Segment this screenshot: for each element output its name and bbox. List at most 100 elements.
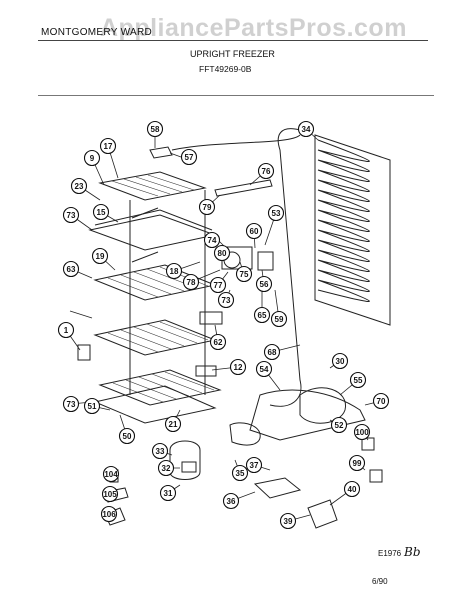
callout-bubble	[372, 392, 390, 410]
callout-56: 56	[255, 275, 273, 293]
callout-label: 79	[203, 203, 212, 212]
callout-32: 32	[157, 459, 175, 477]
callout-label: 52	[335, 421, 344, 430]
callout-label: 19	[96, 252, 105, 261]
callout-label: 31	[164, 489, 173, 498]
callout-bubble	[203, 231, 221, 249]
initials: Bb	[404, 545, 421, 559]
revision-date: 6/90	[372, 577, 388, 586]
callout-label: 63	[67, 265, 76, 274]
callout-59: 59	[270, 310, 288, 328]
callout-label: 68	[268, 348, 277, 357]
callout-label: 18	[170, 267, 179, 276]
callout-label: 73	[67, 211, 76, 220]
callout-bubble	[62, 395, 80, 413]
callout-50: 50	[118, 427, 136, 445]
callout-label: 100	[355, 428, 369, 437]
callout-label: 80	[218, 249, 227, 258]
callout-73: 73	[217, 291, 235, 309]
callout-label: 23	[75, 182, 84, 191]
callout-label: 36	[227, 497, 236, 506]
callout-bubble	[83, 149, 101, 167]
callout-label: 35	[236, 469, 245, 478]
callout-bubble	[101, 485, 119, 503]
callout-bubble	[213, 244, 231, 262]
callout-bubble	[182, 273, 200, 291]
callout-58: 58	[146, 120, 164, 138]
callout-105: 105	[101, 485, 119, 503]
callout-bubble	[209, 333, 227, 351]
callout-68: 68	[263, 343, 281, 361]
callout-label: 75	[240, 270, 249, 279]
watermark: AppliancePartsPros.com	[100, 14, 407, 42]
callout-15: 15	[92, 203, 110, 221]
callout-54: 54	[255, 360, 273, 378]
callout-12: 12	[229, 358, 247, 376]
callout-1: 1	[57, 321, 75, 339]
evaporator-coil	[171, 128, 391, 407]
callout-35: 35	[231, 464, 249, 482]
figure-code: E1976	[378, 549, 402, 558]
callout-label: 37	[250, 461, 259, 470]
callout-bubble	[255, 360, 273, 378]
frame-rule	[38, 95, 434, 96]
callout-bubble	[165, 262, 183, 280]
callout-label: 54	[260, 365, 269, 374]
callout-bubble	[100, 505, 118, 523]
callout-bubble	[348, 454, 366, 472]
callout-label: 21	[169, 420, 178, 429]
callout-73: 73	[62, 395, 80, 413]
callout-bubble	[229, 358, 247, 376]
callout-bubble	[353, 423, 371, 441]
callout-label: 60	[250, 227, 259, 236]
callout-label: 105	[103, 490, 117, 499]
callout-70: 70	[372, 392, 390, 410]
callout-bubble	[253, 306, 271, 324]
callout-bubble	[62, 206, 80, 224]
callout-label: 77	[214, 281, 223, 290]
callout-31: 31	[159, 484, 177, 502]
callout-bubble	[164, 415, 182, 433]
callout-bubble	[70, 177, 88, 195]
callout-63: 63	[62, 260, 80, 278]
callout-76: 76	[257, 162, 275, 180]
callout-bubble	[157, 459, 175, 477]
shelf-parts	[88, 171, 222, 424]
callout-39: 39	[279, 512, 297, 530]
callout-bubble	[297, 120, 315, 138]
callout-34: 34	[297, 120, 315, 138]
callout-bubble	[198, 198, 216, 216]
callout-label: 32	[162, 464, 171, 473]
callout-bubble	[62, 260, 80, 278]
callout-label: 50	[123, 432, 132, 441]
callout-label: 99	[353, 459, 362, 468]
callout-bubble	[102, 465, 120, 483]
callout-bubble	[83, 397, 101, 415]
callout-40: 40	[343, 480, 361, 498]
callout-label: 70	[377, 397, 386, 406]
callout-bubble	[118, 427, 136, 445]
callout-bubble	[91, 247, 109, 265]
callout-label: 57	[185, 153, 194, 162]
callout-bubble	[331, 352, 349, 370]
callout-57: 57	[180, 148, 198, 166]
callout-label: 33	[156, 447, 165, 456]
callout-80: 80	[213, 244, 231, 262]
callout-99: 99	[348, 454, 366, 472]
callout-label: 40	[348, 485, 357, 494]
callout-label: 104	[104, 470, 118, 479]
callout-18: 18	[165, 262, 183, 280]
callout-label: 74	[208, 236, 217, 245]
callout-label: 51	[88, 402, 97, 411]
callout-bubble	[349, 371, 367, 389]
callout-label: 53	[272, 209, 281, 218]
model-number: FFT49269-0B	[199, 64, 252, 74]
callout-78: 78	[182, 273, 200, 291]
callout-bubble	[217, 291, 235, 309]
callout-52: 52	[330, 416, 348, 434]
diagram-title: UPRIGHT FREEZER	[190, 49, 275, 59]
callout-label: 55	[354, 376, 363, 385]
callout-bubble	[270, 310, 288, 328]
callout-bubble	[257, 162, 275, 180]
